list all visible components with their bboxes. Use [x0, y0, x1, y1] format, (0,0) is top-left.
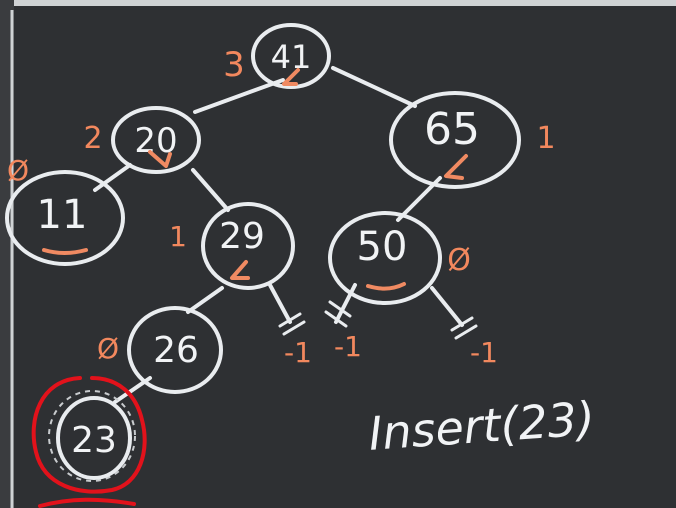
node-26-label: 26 [153, 330, 199, 371]
balance-arrow-65 [444, 154, 468, 180]
balance-arrow-20 [148, 150, 172, 168]
edge-29-null [268, 283, 292, 324]
height-null-29: -1 [284, 336, 312, 369]
tree-edges [93, 66, 464, 404]
height-41: 3 [223, 45, 245, 85]
height-29: 1 [169, 220, 187, 253]
height-65: 1 [536, 121, 555, 156]
height-26: Ø [97, 332, 119, 365]
balance-arrow-41 [282, 68, 300, 86]
node-11: 11 [5, 170, 125, 266]
red-circle [31, 376, 147, 494]
node-23-dashed-outline [48, 390, 136, 482]
node-26: 26 [127, 306, 223, 394]
red-underline [38, 497, 136, 508]
null-tick-50-left [324, 300, 352, 328]
node-11-label: 11 [37, 192, 88, 238]
node-65-label: 65 [424, 104, 480, 155]
balance-mark-50 [366, 282, 406, 291]
null-tick-50-right [450, 316, 478, 340]
inserted-node-highlight [31, 376, 147, 508]
node-41: 41 [251, 23, 331, 89]
edge-50-null-left [334, 283, 357, 324]
null-tick-29 [278, 312, 306, 336]
board-top-edge [0, 0, 676, 6]
node-23-label: 23 [71, 420, 117, 461]
height-labels: 3 2 1 Ø 1 Ø Ø -1 -1 -1 [7, 45, 556, 369]
node-29-label: 29 [219, 216, 265, 257]
height-null-50-right: -1 [470, 336, 498, 369]
edge-20-29 [191, 168, 230, 212]
height-50: Ø [447, 243, 471, 278]
edge-29-26 [186, 286, 224, 314]
null-ticks [278, 300, 478, 340]
node-29: 29 [201, 202, 295, 290]
edge-50-null-right [430, 286, 464, 327]
edge-41-20 [193, 78, 285, 114]
edge-41-65 [331, 66, 417, 108]
balance-arrow-29 [230, 260, 250, 280]
insert-caption: Insert(23) [367, 391, 597, 461]
node-50-label: 50 [357, 224, 408, 270]
node-23: 23 [48, 390, 136, 482]
edge-20-11 [93, 163, 132, 192]
node-20: 20 [111, 106, 201, 174]
height-11: Ø [7, 154, 29, 187]
height-20: 2 [83, 121, 102, 156]
height-null-50-left: -1 [334, 330, 362, 363]
node-65: 65 [389, 91, 521, 189]
balance-mark-11 [42, 248, 88, 255]
node-41-label: 41 [271, 38, 312, 76]
node-50: 50 [328, 211, 442, 305]
